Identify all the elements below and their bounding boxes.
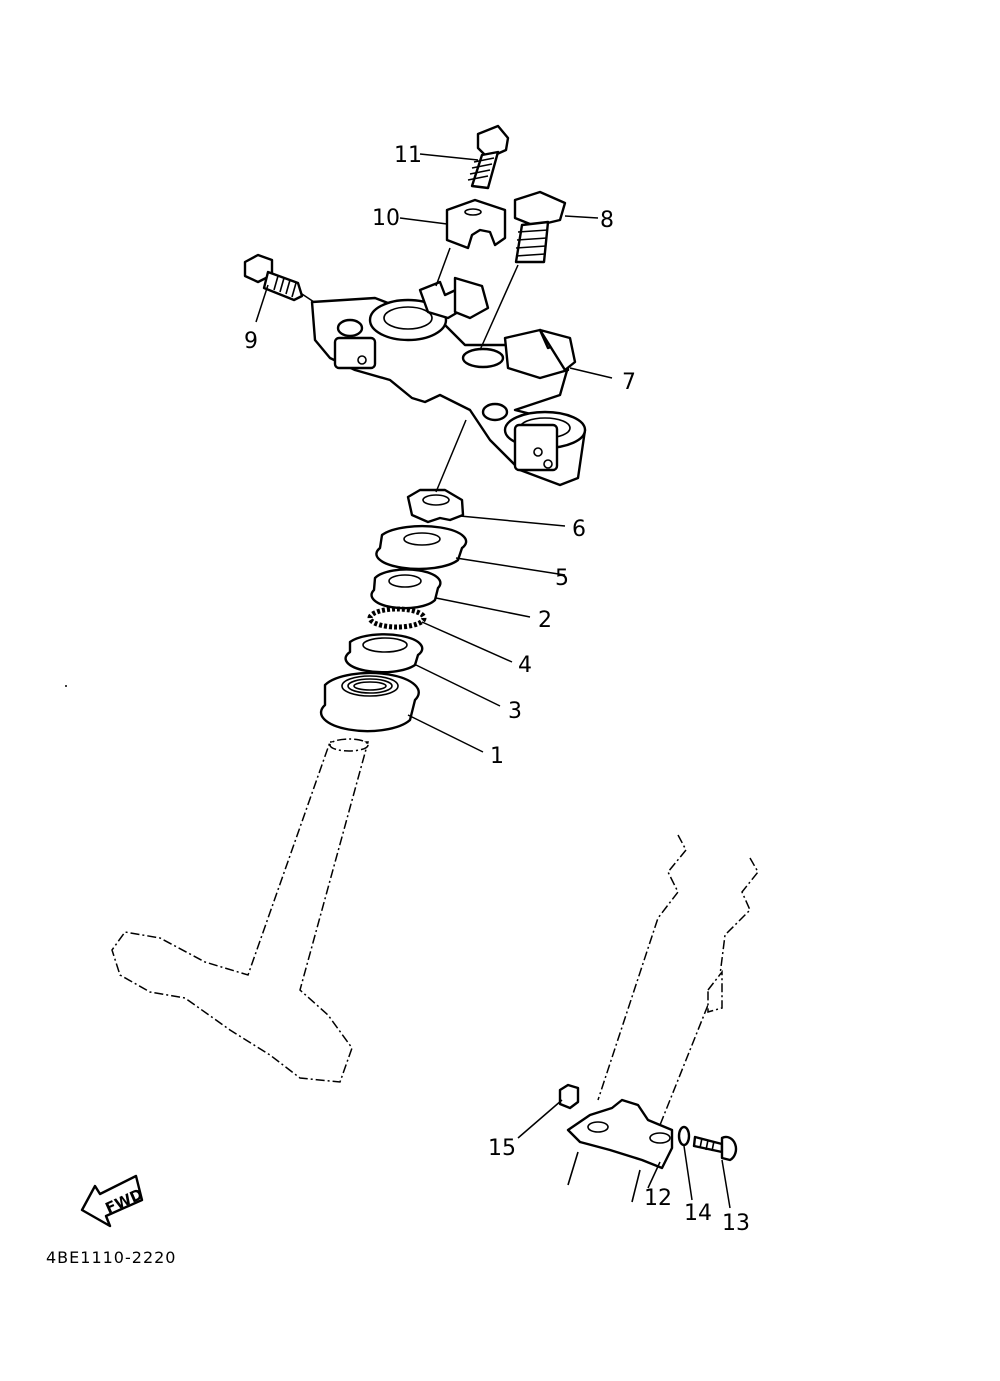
fork-tubes-ghost [597, 834, 759, 1126]
callout-15: 15 [488, 1136, 516, 1161]
oil-seal [319, 671, 420, 733]
bearing-race-upper [370, 568, 442, 610]
leader-lines [255, 153, 731, 1209]
callout-12: 12 [644, 1186, 672, 1211]
callout-5: 5 [555, 566, 569, 591]
cover [375, 524, 468, 571]
washer-14 [677, 1125, 691, 1147]
ring-nut [406, 488, 465, 524]
callout-4: 4 [518, 653, 532, 678]
bolt-8 [513, 190, 567, 264]
handle-holder [445, 198, 507, 250]
cable-guide [566, 1098, 674, 1203]
fwd-arrow: FWD [80, 1174, 146, 1228]
steering-stem-ghost [111, 738, 369, 1083]
bolt-9 [243, 253, 304, 302]
speck [65, 685, 67, 687]
callout-3: 3 [508, 699, 522, 724]
assembly-lines [301, 247, 519, 493]
nut-15 [558, 1083, 580, 1110]
callout-11: 11 [394, 143, 422, 168]
bearing-race-lower [344, 633, 424, 674]
handle-crown [310, 276, 587, 487]
drawing-code: 4BE1110-2220 [46, 1248, 176, 1267]
callout-10: 10 [372, 206, 400, 231]
callout-8: 8 [600, 208, 614, 233]
callout-2: 2 [538, 608, 552, 633]
callout-6: 6 [572, 517, 586, 542]
callout-9: 9 [244, 329, 258, 354]
bolt-11 [467, 124, 510, 190]
callout-1: 1 [490, 744, 504, 769]
screw-13 [692, 1135, 738, 1162]
callout-7: 7 [622, 370, 636, 395]
ball-bearing [367, 606, 427, 630]
callout-labels: 1 2 3 4 5 6 7 8 9 10 11 12 13 14 15 [244, 143, 750, 1236]
callout-14: 14 [684, 1201, 712, 1226]
callout-13: 13 [722, 1211, 750, 1236]
